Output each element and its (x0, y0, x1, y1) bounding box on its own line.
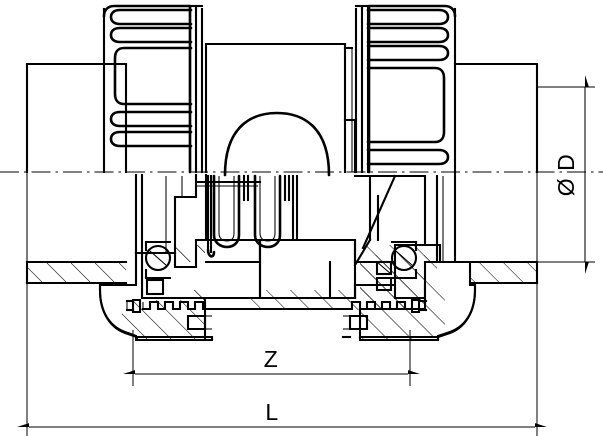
dimension-label-l: L (265, 399, 278, 425)
left-pipe-wall-hatching (27, 262, 126, 283)
left-union-nut (102, 4, 204, 174)
right-thread-teeth (343, 298, 428, 314)
left-thread-teeth (125, 298, 205, 314)
right-o-ring (375, 240, 418, 292)
dimension-l: L (17, 283, 547, 436)
dimension-label-diameter-d: Ø D (553, 154, 579, 196)
left-internal-detail (165, 176, 183, 253)
valve-poppet-dome (223, 111, 331, 177)
right-nut-skirt (341, 314, 369, 339)
right-pipe-stub (437, 62, 539, 285)
compression-spring (206, 174, 299, 258)
dimension-z: Z (123, 330, 420, 386)
left-nut-skirt (135, 314, 214, 342)
dimension-label-z: Z (264, 346, 279, 372)
right-union-nut (354, 4, 457, 174)
right-seat-cone (353, 174, 427, 267)
right-internal-detail (435, 170, 457, 264)
dimension-diameter-d: Ø D (537, 75, 595, 274)
spring-seat-plate (194, 180, 262, 187)
left-pipe-stub (25, 62, 128, 285)
